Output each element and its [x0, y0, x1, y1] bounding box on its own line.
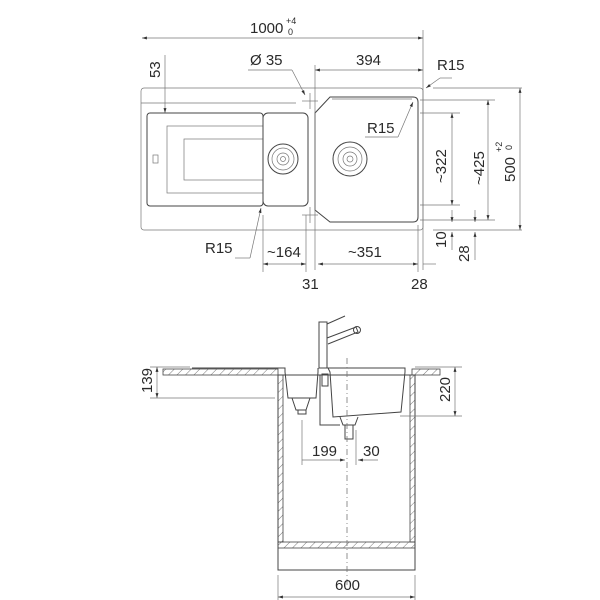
overall-depth-label: 500 [502, 157, 519, 182]
edge-offset-label: 53 [147, 61, 164, 78]
overall-depth-tol-lower: 0 [504, 145, 514, 150]
cabinet-width-label: 600 [335, 577, 360, 594]
small-bowl-section [192, 367, 319, 415]
drain-icon [267, 143, 299, 175]
overall-width-tol-upper: +4 [286, 16, 296, 26]
large-bowl-depth-label: 220 [437, 377, 454, 402]
countertop-outline [140, 87, 424, 231]
small-bowl-depth-label: 139 [139, 368, 156, 393]
drain-icon [332, 141, 368, 177]
gap-28-label: 28 [411, 276, 428, 293]
large-bowl [314, 96, 419, 223]
overall-width-tol-lower: 0 [288, 27, 293, 37]
outer-radius-label: R15 [437, 57, 465, 74]
bowl-depth-inner-label: ~322 [433, 149, 450, 183]
offset-28-label: 28 [456, 245, 473, 262]
countertop [162, 368, 441, 376]
faucet-icon [318, 315, 361, 369]
overall-width-label: 1000 [250, 20, 283, 37]
tap-hole-label: Ø 35 [250, 52, 283, 69]
small-bowl-width-label: ~164 [267, 244, 301, 261]
bowl-width-label: 394 [356, 52, 381, 69]
large-bowl-section [319, 367, 406, 440]
offset-10-label: 10 [433, 231, 450, 248]
drainer [146, 112, 264, 207]
gap-31-label: 31 [302, 276, 319, 293]
side-view: 139 220 199 30 600 [139, 315, 462, 600]
drainer-radius-label: R15 [205, 240, 233, 257]
cabinet [277, 374, 416, 571]
overall-depth-tol-upper: +2 [494, 142, 504, 152]
large-bowl-width-label: ~351 [348, 244, 382, 261]
top-view: 1000 +4 0 53 Ø 35 394 R15 R15 ~322 ~425 … [140, 16, 522, 293]
drain-offset-2-label: 30 [363, 443, 380, 460]
bowl-depth-outer-label: ~425 [471, 151, 488, 185]
bowl-radius-label: R15 [367, 120, 395, 137]
drain-offset-label: 199 [312, 443, 337, 460]
small-bowl [262, 112, 309, 207]
